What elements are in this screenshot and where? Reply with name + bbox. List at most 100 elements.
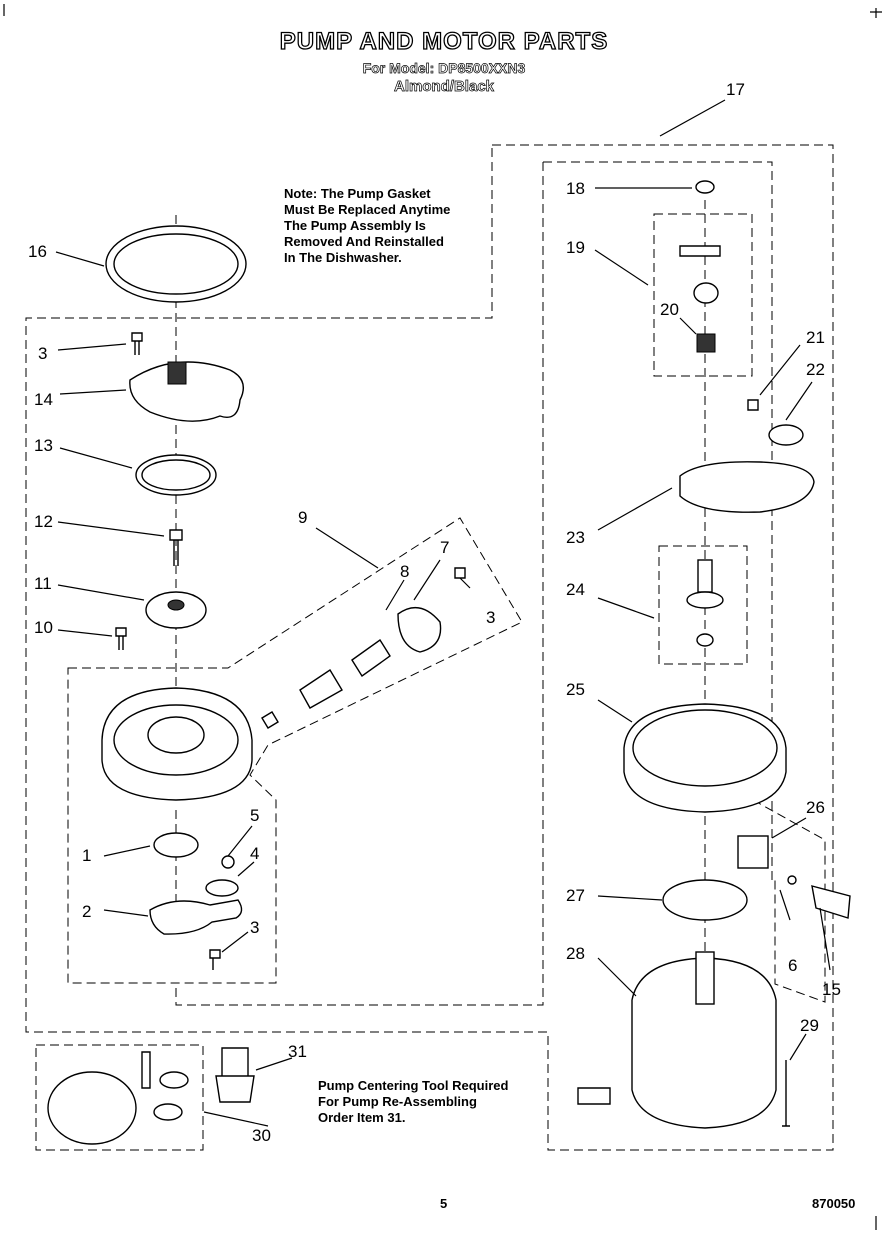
part-29-screw — [782, 1060, 790, 1127]
part-19-clip — [679, 245, 721, 257]
callout-11: 11 — [34, 574, 52, 593]
callout-19: 19 — [566, 238, 585, 257]
part-23-plate — [679, 461, 815, 513]
callout-26: 26 — [806, 798, 825, 817]
diagram-code: 870050 — [812, 1196, 856, 1211]
callout-3-top: 3 — [38, 344, 48, 363]
note-line: Must Be Replaced Anytime — [284, 202, 451, 217]
group-24-box — [658, 545, 748, 665]
part-10-screw — [115, 627, 127, 650]
tool-note-line: Pump Centering Tool Required — [318, 1078, 509, 1093]
assembly-17-boundary — [25, 144, 834, 1151]
group-19-box — [653, 213, 753, 377]
part-14-hub — [167, 361, 187, 385]
callout-31: 31 — [288, 1042, 307, 1061]
part-14-cover — [129, 361, 244, 422]
part-13-ring-inner — [141, 459, 211, 491]
part-28-connector — [577, 1087, 611, 1105]
callout-17: 17 — [726, 80, 745, 99]
part-24-seal — [686, 591, 724, 609]
page-title: PUMP AND MOTOR PARTS — [279, 27, 609, 55]
part-25-rim — [632, 709, 778, 787]
callout-29: 29 — [800, 1016, 819, 1035]
callout-3-right: 3 — [486, 608, 496, 627]
callout-9: 9 — [298, 508, 308, 527]
kit-30-box — [35, 1044, 204, 1151]
callout-21: 21 — [806, 328, 825, 347]
part-19-spring — [693, 282, 719, 304]
part-9-tip — [261, 711, 279, 729]
part-18-nut — [695, 180, 715, 194]
callout-8: 8 — [400, 562, 410, 581]
part-26-block — [737, 835, 769, 869]
note-line: Removed And Reinstalled — [284, 234, 444, 249]
pump-group-boundary — [67, 517, 523, 984]
corner-marks — [3, 4, 882, 1230]
part-30-oring-a — [159, 1071, 189, 1089]
part-22-ring — [768, 424, 804, 446]
callout-28: 28 — [566, 944, 585, 963]
part-3-screw-right — [454, 567, 466, 579]
part-24-shaft — [697, 559, 713, 593]
part-31-tool — [215, 1047, 255, 1103]
tool-note: Pump Centering Tool Required For Pump Re… — [318, 1078, 508, 1126]
leader-lines — [55, 99, 831, 1127]
callout-25: 25 — [566, 680, 585, 699]
group-15-boundary — [752, 799, 826, 1003]
part-27-disc — [662, 879, 748, 921]
callout-18: 18 — [566, 179, 585, 198]
callout-24: 24 — [566, 580, 585, 599]
part-12-bolt — [169, 529, 183, 566]
part-28-shaft — [695, 951, 715, 1005]
callout-7: 7 — [440, 538, 450, 557]
part-30-screw — [141, 1051, 151, 1089]
pump-housing-port — [147, 716, 205, 754]
callout-20: 20 — [660, 300, 679, 319]
part-8-spring — [351, 638, 391, 678]
motor-group-boundary — [175, 161, 773, 1006]
part-3-screw-bottom — [209, 949, 221, 970]
callout-2: 2 — [82, 902, 92, 921]
color-subtitle: Almond/Black — [393, 78, 495, 96]
part-20-bushing — [696, 333, 716, 353]
callout-27: 27 — [566, 886, 585, 905]
part-7-cap — [397, 606, 442, 653]
part-3-screw-top — [131, 332, 143, 355]
part-15-sensor — [811, 885, 851, 919]
callout-16: 16 — [28, 242, 47, 261]
callout-14: 14 — [34, 390, 53, 409]
callout-13: 13 — [34, 436, 53, 455]
page-number: 5 — [440, 1196, 448, 1211]
part-9-body — [299, 669, 343, 709]
part-4-ring — [205, 879, 239, 897]
pump-gasket-note: Note: The Pump Gasket Must Be Replaced A… — [284, 186, 450, 266]
note-line: The Pump Assembly Is — [284, 218, 426, 233]
callout-23: 23 — [566, 528, 585, 547]
part-24-washer — [696, 633, 714, 647]
model-subtitle: For Model: DP8500XXN3 — [362, 60, 526, 77]
callout-30: 30 — [252, 1126, 271, 1145]
note-line: In The Dishwasher. — [284, 250, 402, 265]
tool-note-line: For Pump Re-Assembling — [318, 1094, 477, 1109]
part-28-motor — [631, 957, 777, 1129]
note-line: Note: The Pump Gasket — [284, 186, 431, 201]
callout-5: 5 — [250, 806, 260, 825]
callout-1: 1 — [82, 846, 92, 865]
callout-15: 15 — [822, 980, 841, 999]
part-1-filter — [153, 832, 199, 858]
part-5-ball — [221, 855, 235, 869]
tool-note-line: Order Item 31. — [318, 1110, 406, 1125]
callout-22: 22 — [806, 360, 825, 379]
callout-4: 4 — [250, 844, 260, 863]
part-21-screw — [747, 399, 759, 411]
callout-12: 12 — [34, 512, 53, 531]
part-11-hub — [167, 599, 185, 611]
part-2-bracket — [149, 899, 243, 935]
part-6-seal — [787, 875, 797, 885]
callout-10: 10 — [34, 618, 53, 637]
callout-3-bottom: 3 — [250, 918, 260, 937]
part-30-ring — [47, 1071, 137, 1145]
centerlines — [175, 200, 706, 1000]
callout-6: 6 — [788, 956, 798, 975]
